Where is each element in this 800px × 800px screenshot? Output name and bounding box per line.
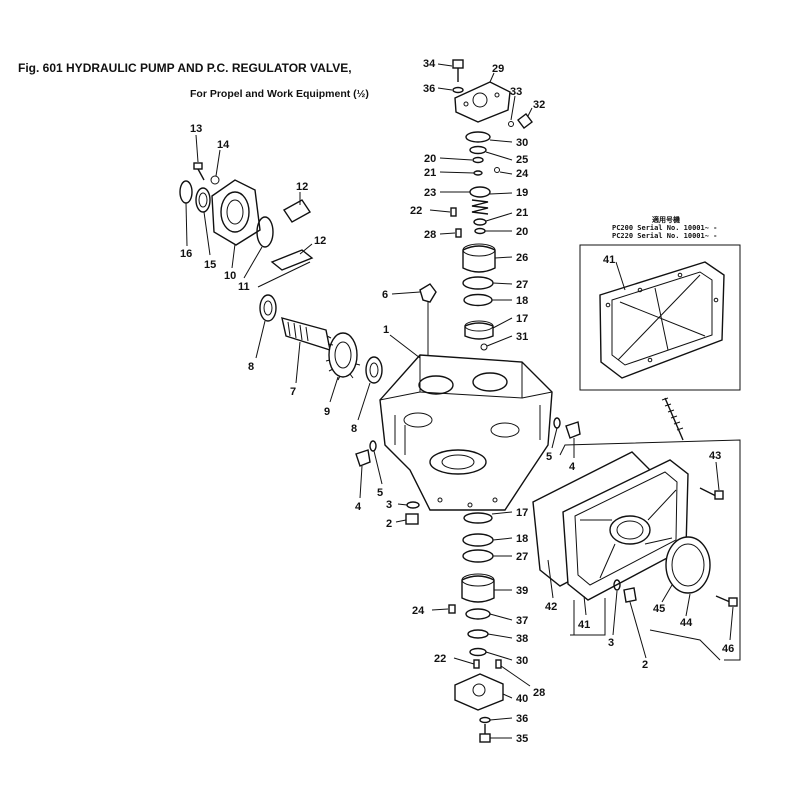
callout-14: 14 [217,139,230,151]
callout-39: 39 [516,585,528,597]
figure-subtitle: For Propel and Work Equipment (½) [190,88,369,100]
callout-18b: 18 [516,533,528,545]
figure-title: Fig. 601 HYDRAULIC PUMP AND P.C. REGULAT… [18,61,352,75]
hose-part [664,397,684,441]
callout-31: 31 [516,331,528,343]
serial-inset-box: 適用号機 PC200 Serial No. 10001~ - PC220 Ser… [579,215,741,391]
top-cover-assembly [450,59,533,351]
callout-44: 44 [680,617,693,629]
pump-housing [379,354,553,511]
callout-1: 1 [383,324,389,336]
bottom-cover-assembly [448,512,504,743]
callout-5b: 5 [546,451,552,463]
callout-10: 10 [224,270,236,282]
callout-22: 22 [410,205,422,217]
callout-33: 33 [510,86,522,98]
callout-labels: 34 29 36 33 32 30 20 25 21 24 23 19 22 2… [180,58,734,745]
callout-16: 16 [180,248,192,260]
callout-46: 46 [722,643,734,655]
callout-43: 43 [709,450,721,462]
callout-8: 8 [248,361,254,373]
callout-28b: 28 [533,687,545,699]
callout-26: 26 [516,252,528,264]
callout-11: 11 [238,281,250,293]
callout-34: 34 [423,58,436,70]
callout-7: 7 [290,386,296,398]
callout-41: 41 [603,254,615,266]
callout-36: 36 [423,83,435,95]
callout-18: 18 [516,295,528,307]
callout-40: 40 [516,693,528,705]
callout-35: 35 [516,733,528,745]
callout-38: 38 [516,633,528,645]
callout-21b: 21 [516,207,528,219]
callout-19: 19 [516,187,528,199]
callout-5: 5 [377,487,383,499]
bracket-lines [559,439,741,661]
inset-serial-1: PC200 Serial No. 10001~ - [612,224,717,232]
callout-20b: 20 [516,226,528,238]
callout-6: 6 [382,289,388,301]
callout-27: 27 [516,279,528,291]
input-shaft-assembly [179,162,383,384]
callout-3b: 3 [608,637,614,649]
callout-17b: 17 [516,507,528,519]
callout-23: 23 [424,187,436,199]
callout-17: 17 [516,313,528,325]
breather-part [419,283,437,303]
callout-24: 24 [516,168,529,180]
callout-22b: 22 [434,653,446,665]
callout-2b: 2 [642,659,648,671]
callout-2: 2 [386,518,392,530]
callout-13: 13 [190,123,202,135]
callout-4: 4 [355,501,362,513]
leader-lines [185,63,734,739]
right-plug-set [553,417,581,439]
callout-41b: 41 [578,619,590,631]
callout-28: 28 [424,229,436,241]
callout-42: 42 [545,601,557,613]
callout-4b: 4 [569,461,576,473]
callout-9: 9 [324,406,330,418]
callout-8b: 8 [351,423,357,435]
callout-20: 20 [424,153,436,165]
callout-27b: 27 [516,551,528,563]
callout-32: 32 [533,99,545,111]
callout-12b: 12 [314,235,326,247]
side-cover-assembly [532,451,738,607]
callout-30: 30 [516,137,528,149]
callout-37: 37 [516,615,528,627]
callout-24b: 24 [412,605,425,617]
callout-3: 3 [386,499,392,511]
callout-12: 12 [296,181,308,193]
callout-29: 29 [492,63,504,75]
callout-36b: 36 [516,713,528,725]
callout-25: 25 [516,154,528,166]
inset-header: 適用号機 [652,215,680,224]
callout-45: 45 [653,603,665,615]
inset-serial-2: PC220 Serial No. 10001~ - [612,232,717,240]
callout-30b: 30 [516,655,528,667]
callout-21: 21 [424,167,436,179]
callout-15: 15 [204,259,216,271]
